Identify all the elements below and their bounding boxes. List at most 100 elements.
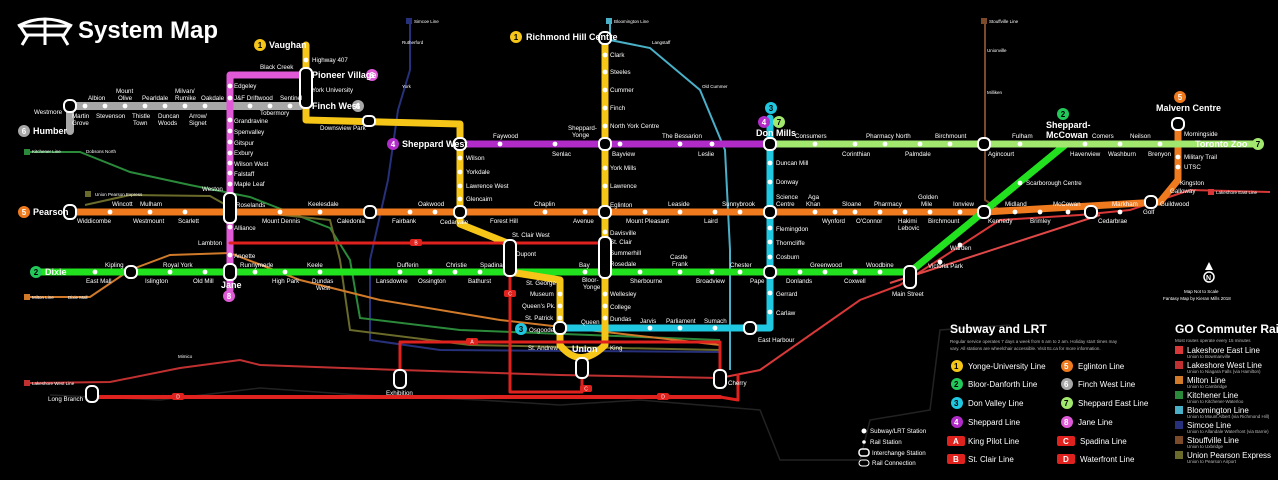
svg-text:Union Pearson Express: Union Pearson Express [95, 192, 143, 197]
svg-text:Lansdowne: Lansdowne [376, 278, 408, 285]
svg-text:Runnymede: Runnymede [240, 262, 274, 269]
svg-text:North York Centre: North York Centre [610, 123, 660, 130]
svg-text:7: 7 [1064, 399, 1069, 408]
svg-text:Warden: Warden [950, 245, 972, 252]
svg-text:UTSC: UTSC [1184, 164, 1201, 171]
svg-text:York Mills: York Mills [610, 165, 636, 172]
svg-text:Milvan/: Milvan/ [175, 88, 195, 95]
legend-line-d: D Waterfront Line [1057, 454, 1135, 464]
svg-text:Union to Bowmanville: Union to Bowmanville [1187, 354, 1231, 359]
svg-text:Queen's Pk.: Queen's Pk. [522, 303, 556, 310]
svg-text:Regular service operates 7 day: Regular service operates 7 days a week f… [950, 339, 1118, 344]
svg-text:St. Patrick: St. Patrick [525, 315, 554, 322]
svg-text:Carlaw: Carlaw [776, 310, 796, 317]
union-pearson-line [84, 193, 721, 351]
legend-symbols: Subway/LRT Station Rail Station Intercha… [858, 428, 927, 467]
svg-text:East Mall: East Mall [86, 278, 111, 285]
legend-line-1: 1 Yonge-University Line [951, 360, 1046, 372]
line3-path [556, 114, 774, 332]
legend-line-8: 8 Jane Line [1061, 416, 1113, 428]
svg-text:Mount Pleasant: Mount Pleasant [626, 218, 669, 225]
svg-text:Sherbourne: Sherbourne [630, 278, 663, 285]
svg-text:Dobsons North: Dobsons North [86, 149, 117, 154]
svg-text:Agincourt: Agincourt [988, 151, 1014, 158]
svg-text:2: 2 [34, 268, 39, 277]
svg-text:C: C [1063, 437, 1069, 446]
map-title: System Map [78, 17, 218, 44]
svg-text:Sunnybrook: Sunnybrook [722, 201, 756, 208]
svg-text:vary. All stations are wheelch: vary. All stations are wheelchair access… [950, 346, 1101, 351]
svg-text:Wynford: Wynford [822, 218, 846, 225]
svg-text:A: A [953, 437, 959, 446]
svg-text:Olive: Olive [118, 95, 133, 102]
svg-text:Steeles: Steeles [610, 69, 631, 76]
svg-text:Mount: Mount [116, 88, 133, 95]
svg-text:Spadina: Spadina [480, 262, 503, 269]
svg-text:Subway/LRT Station: Subway/LRT Station [870, 428, 927, 435]
svg-text:Unionville: Unionville [987, 48, 1007, 53]
svg-text:Lakeshore East Line: Lakeshore East Line [1187, 346, 1260, 355]
kitchener-line [30, 151, 721, 341]
union-label: Union [572, 344, 598, 354]
svg-text:Mulham: Mulham [140, 201, 162, 208]
svg-text:Bloor-Danforth Line: Bloor-Danforth Line [968, 380, 1038, 389]
svg-text:York: York [402, 84, 412, 89]
svg-text:Town: Town [133, 120, 148, 127]
finch-west-label: Finch West [312, 101, 360, 111]
svg-text:4: 4 [954, 418, 959, 427]
lakeshore-west-line [29, 358, 721, 384]
jane-label: Jane [221, 280, 242, 290]
svg-text:Keele: Keele [307, 262, 323, 269]
svg-text:Dundas: Dundas [312, 278, 333, 285]
svg-text:St. Clair: St. Clair [610, 239, 632, 246]
legend-subway: Subway and LRT Regular service operates … [947, 322, 1149, 464]
svg-text:East Harbour: East Harbour [758, 337, 794, 344]
svg-text:Kennedy: Kennedy [988, 218, 1013, 225]
svg-text:Mile: Mile [921, 201, 933, 208]
svg-text:Lakeshore West Line: Lakeshore West Line [32, 381, 75, 386]
svg-text:Yonge-University Line: Yonge-University Line [968, 362, 1046, 371]
svg-text:King: King [610, 345, 623, 352]
svg-text:6: 6 [356, 102, 361, 111]
svg-text:Finch: Finch [610, 105, 626, 112]
lrt-d-east [718, 373, 740, 402]
svg-text:Victoria Park: Victoria Park [928, 263, 964, 270]
svg-text:Thistle: Thistle [132, 113, 151, 120]
svg-text:5: 5 [1064, 362, 1069, 371]
svg-text:Brimley: Brimley [1030, 218, 1052, 225]
legend-line-3: 3 Don Valley Line [951, 397, 1024, 409]
svg-text:1: 1 [514, 33, 519, 42]
svg-text:2: 2 [954, 380, 959, 389]
svg-text:Wincott: Wincott [112, 201, 133, 208]
svg-text:Downsview Park: Downsview Park [320, 125, 367, 132]
lrt-a-path [398, 340, 722, 382]
svg-text:Museum: Museum [530, 291, 554, 298]
svg-text:6: 6 [22, 127, 27, 136]
svg-text:College: College [610, 304, 632, 311]
line1-path [302, 34, 609, 361]
go-line-labels: Simcoe Line Bloomington Line Stouffville… [24, 18, 1258, 386]
svg-text:Sloane: Sloane [842, 201, 862, 208]
svg-text:Birchmount: Birchmount [928, 218, 960, 225]
svg-text:Old Cummer: Old Cummer [702, 84, 728, 89]
toronto-zoo-label: Toronto Zoo [1195, 139, 1248, 149]
svg-text:Dufferin: Dufferin [397, 262, 419, 269]
svg-text:Lakeshore West Line: Lakeshore West Line [1187, 361, 1263, 370]
svg-text:St. Clair West: St. Clair West [512, 232, 550, 239]
svg-text:Lambton: Lambton [198, 240, 223, 247]
svg-text:Yonge: Yonge [583, 284, 601, 291]
svg-text:Rutherford: Rutherford [402, 40, 424, 45]
legend-line-4: 4 Sheppard Line [951, 416, 1021, 428]
svg-text:King Pilot Line: King Pilot Line [968, 437, 1020, 446]
svg-text:Spenvalley: Spenvalley [234, 129, 265, 136]
svg-text:4: 4 [762, 118, 767, 127]
svg-text:Donway: Donway [776, 179, 799, 186]
svg-text:Milton Line: Milton Line [1187, 376, 1226, 385]
svg-text:N: N [1206, 275, 1211, 282]
svg-text:Centre: Centre [776, 201, 795, 208]
svg-text:Woods: Woods [158, 120, 177, 127]
interchanges [63, 31, 1185, 403]
svg-text:Sumach: Sumach [704, 318, 727, 325]
